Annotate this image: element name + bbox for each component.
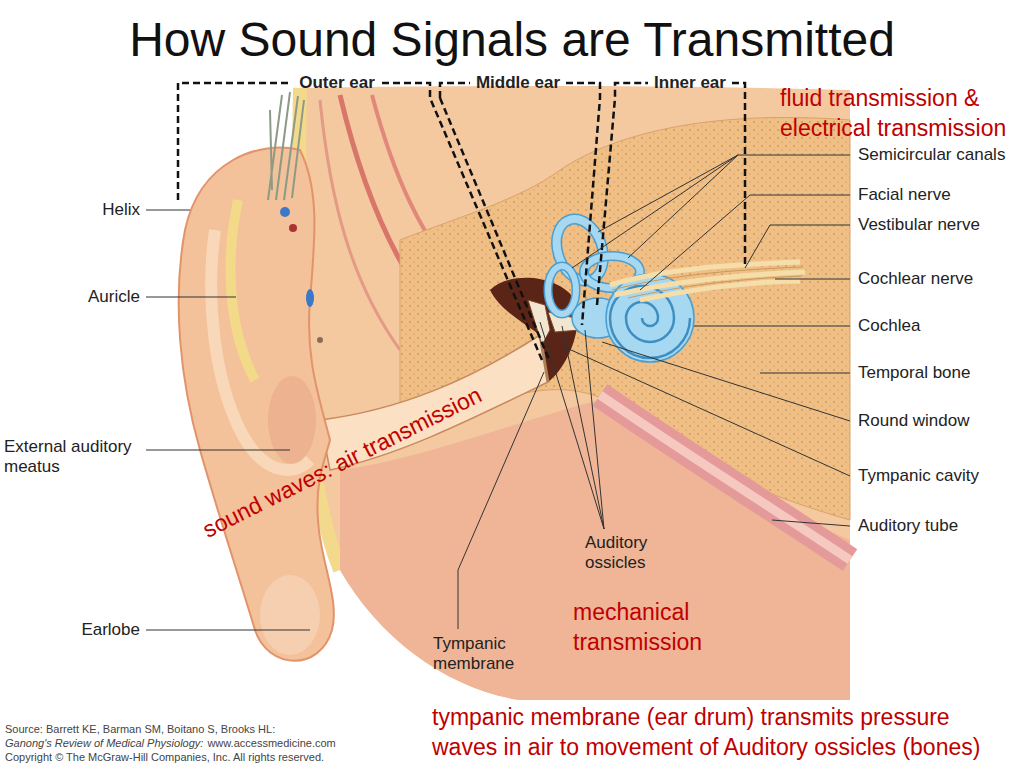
- source-text: Ganong's Review of Medical Physiology:: [5, 737, 203, 750]
- part-label: Facial nerve: [858, 185, 951, 205]
- leader-line: [540, 322, 604, 529]
- part-label: Round window: [858, 411, 970, 431]
- earlobe-shade: [260, 575, 320, 655]
- vessel: [317, 337, 323, 343]
- part-label: Vestibular nerve: [858, 215, 980, 235]
- part-label: Tympanic cavity: [858, 466, 979, 486]
- auricle: [179, 92, 334, 661]
- vessel: [289, 224, 297, 232]
- source-text: Copyright © The McGraw-Hill Companies, I…: [5, 751, 324, 764]
- leader-line: [146, 450, 290, 451]
- annotation-text: fluid transmission & electrical transmis…: [780, 83, 1015, 143]
- vessel: [306, 289, 314, 307]
- soft-tissue: [299, 86, 850, 700]
- leader-line: [775, 279, 850, 280]
- part-label: Temporal bone: [858, 363, 970, 383]
- leader-line: [146, 630, 310, 631]
- middle-ear-bracket: [440, 83, 600, 362]
- leader-line: [640, 195, 850, 290]
- semicircular-canal: [548, 266, 576, 314]
- leader-line: [772, 520, 850, 526]
- concha: [268, 376, 316, 464]
- leader-line: [694, 326, 850, 327]
- inner-ear: [548, 212, 805, 362]
- part-label: Cochlear nerve: [858, 269, 973, 289]
- vessel: [280, 207, 290, 217]
- part-label: External auditory meatus: [4, 437, 144, 477]
- part-label: Auricle: [40, 287, 140, 307]
- part-label: Auditory ossicles: [585, 533, 675, 573]
- title-text: How Sound Signals are Transmitted: [0, 12, 1024, 68]
- region-label: Middle ear: [463, 73, 573, 93]
- part-label: Cochlea: [858, 316, 920, 336]
- auricle-shape: [179, 148, 334, 661]
- nerve-fiber: [612, 267, 802, 290]
- part-label: Earlobe: [40, 620, 140, 640]
- leader-line: [572, 155, 850, 268]
- muscle-stripe: [320, 100, 400, 350]
- part-label: Auditory tube: [858, 516, 958, 536]
- hair: [268, 92, 304, 200]
- annotation-text: mechanical transmission: [573, 597, 723, 657]
- cartilage: [231, 200, 255, 380]
- leader-line: [745, 225, 850, 268]
- part-label: Helix: [40, 200, 140, 220]
- outer-ear-bracket: [178, 83, 542, 360]
- leader-lines: [146, 155, 850, 630]
- region-label: Inner ear: [640, 73, 740, 93]
- leader-line: [146, 210, 190, 211]
- source-text: Source: Barrett KE, Barman SM, Boitano S…: [5, 723, 275, 736]
- leader-line: [602, 342, 850, 421]
- annotation-text: tympanic membrane (ear drum) transmits p…: [432, 702, 992, 762]
- brackets: [178, 83, 745, 362]
- region-label: Outer ear: [287, 73, 387, 93]
- leader-line: [760, 373, 850, 374]
- inner-ear-bracket: [597, 83, 745, 305]
- semicircular-canal: [548, 266, 576, 314]
- lower-tissue: [340, 400, 850, 700]
- leader-line: [560, 345, 850, 476]
- source-text: www.accessmedicine.com: [207, 737, 335, 750]
- head-tissue: [299, 86, 850, 700]
- part-label: Semicircular canals: [858, 145, 1005, 165]
- part-label: Tympanic membrane: [433, 634, 533, 674]
- leader-line: [146, 297, 236, 298]
